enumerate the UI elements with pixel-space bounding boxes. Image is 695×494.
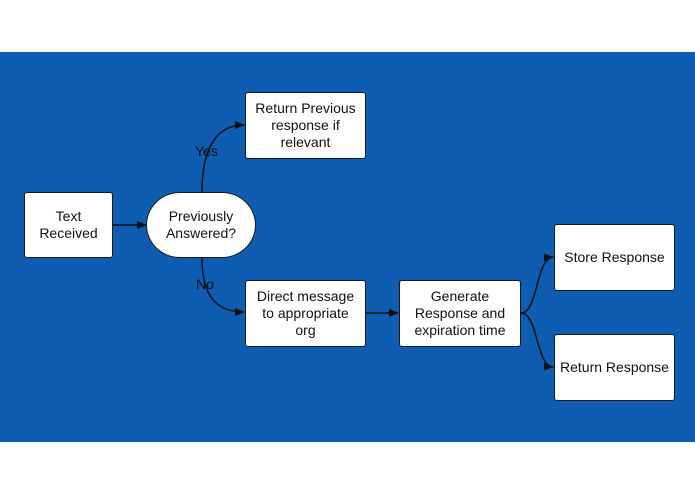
node-text-received: Text Received — [24, 192, 113, 258]
node-return-previous: Return Previous response if relevant — [245, 92, 366, 159]
edge-label-no: No — [196, 276, 214, 292]
node-store-response: Store Response — [554, 224, 675, 291]
node-direct-message: Direct message to appropriate org — [245, 280, 366, 347]
node-generate-response: Generate Response and expiration time — [399, 280, 521, 347]
node-previously-answered: Previously Answered? — [146, 192, 256, 258]
edge-generate-to-store — [520, 253, 554, 314]
edge-yes — [201, 121, 245, 193]
node-return-response-label: Return Response — [560, 359, 669, 375]
edge-generate-to-return — [520, 312, 554, 371]
edge-label-yes: Yes — [195, 143, 218, 159]
node-text-received-label: Text Received — [39, 208, 98, 241]
node-previously-answered-label: Previously Answered? — [165, 208, 237, 241]
node-store-response-label: Store Response — [564, 249, 665, 265]
node-return-response: Return Response — [554, 334, 675, 401]
node-direct-message-label: Direct message to appropriate org — [256, 288, 355, 338]
node-return-previous-label: Return Previous response if relevant — [255, 100, 356, 150]
edge-no — [201, 257, 245, 316]
node-generate-response-label: Generate Response and expiration time — [414, 288, 506, 338]
